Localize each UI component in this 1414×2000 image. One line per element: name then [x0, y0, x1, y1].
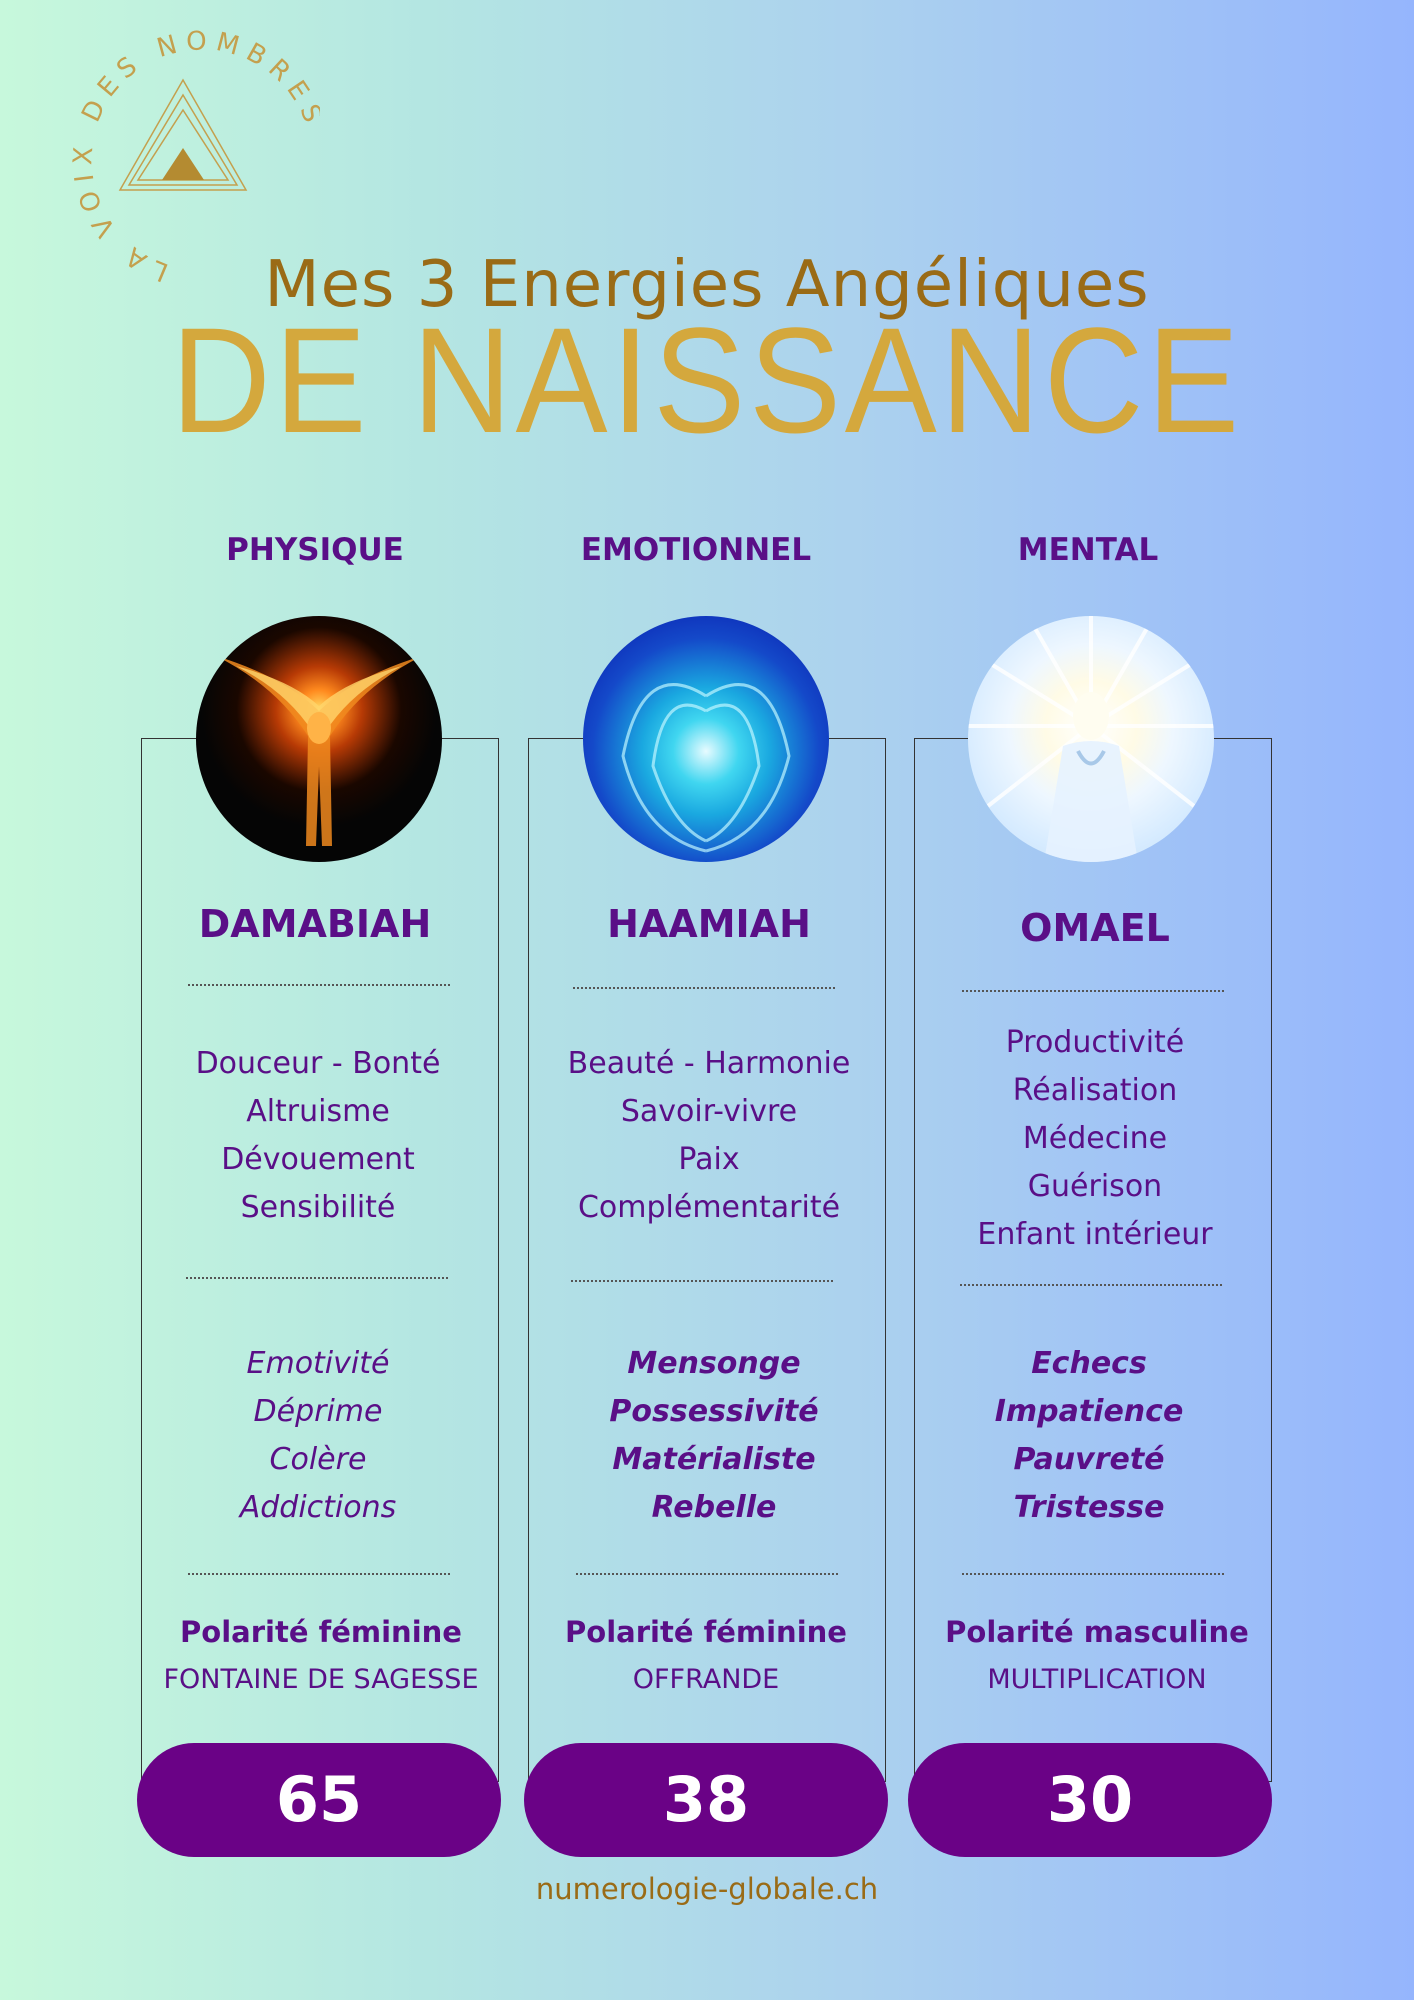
- shadow-item: Possessivité: [609, 1394, 819, 1429]
- column-heading-mental: MENTAL: [1017, 532, 1159, 568]
- footer-url: numerologie-globale.ch: [535, 1872, 879, 1906]
- qualities-list-emotionnel: Beauté - Harmonie Savoir-vivre Paix Comp…: [499, 1040, 919, 1232]
- quality-item: Altruisme: [246, 1094, 390, 1129]
- quality-item: Médecine: [1022, 1121, 1168, 1156]
- quality-item: Enfant intérieur: [977, 1217, 1213, 1252]
- shadows-list-physique: Emotivité Déprime Colère Addictions: [108, 1340, 528, 1532]
- angel-name-damabiah: DAMABIAH: [198, 902, 432, 946]
- angel-image-omael: [968, 616, 1214, 862]
- angel-number-30: 30: [908, 1743, 1272, 1857]
- column-heading-physique: PHYSIQUE: [226, 532, 404, 568]
- shadow-item: Rebelle: [651, 1490, 777, 1525]
- angel-name-omael: OMAEL: [1020, 906, 1170, 950]
- angel-subtitle-mental: MULTIPLICATION: [987, 1664, 1207, 1695]
- qualities-list-mental: Productivité Réalisation Médecine Guéris…: [885, 1019, 1305, 1259]
- page-subtitle: DE NAISSANCE: [171, 296, 1243, 464]
- separator: [576, 1573, 838, 1575]
- quality-item: Paix: [678, 1142, 740, 1177]
- quality-item: Guérison: [1027, 1169, 1163, 1204]
- shadows-list-mental: Echecs Impatience Pauvreté Tristesse: [879, 1340, 1299, 1532]
- separator: [962, 990, 1224, 992]
- angel-number-65: 65: [137, 1743, 501, 1857]
- shadow-item: Colère: [269, 1442, 367, 1477]
- shadow-item: Tristesse: [1013, 1490, 1165, 1525]
- page-title: Mes 3 Energies Angéliques: [264, 248, 1150, 322]
- quality-item: Sensibilité: [240, 1190, 396, 1225]
- shadows-list-emotionnel: Mensonge Possessivité Matérialiste Rebel…: [504, 1340, 924, 1532]
- angel-name-haamiah: HAAMIAH: [607, 902, 811, 946]
- quality-item: Dévouement: [221, 1142, 415, 1177]
- brand-logo: LA VOIX DES NOMBRES: [40, 20, 322, 300]
- polarity-emotionnel: Polarité féminine: [565, 1615, 847, 1649]
- separator: [188, 1573, 450, 1575]
- quality-item: Complémentarité: [577, 1190, 841, 1225]
- separator: [188, 984, 450, 986]
- shadow-item: Addictions: [239, 1490, 397, 1525]
- quality-item: Beauté - Harmonie: [567, 1046, 851, 1081]
- shadow-item: Mensonge: [627, 1346, 801, 1381]
- polarity-mental: Polarité masculine: [945, 1615, 1249, 1649]
- shadow-item: Emotivité: [246, 1346, 390, 1381]
- separator: [573, 987, 835, 989]
- quality-item: Savoir-vivre: [620, 1094, 798, 1129]
- column-heading-emotionnel: EMOTIONNEL: [580, 532, 812, 568]
- angel-subtitle-physique: FONTAINE DE SAGESSE: [163, 1664, 479, 1695]
- separator: [960, 1284, 1222, 1286]
- angel-image-haamiah: [583, 616, 829, 862]
- shadow-item: Impatience: [994, 1394, 1184, 1429]
- shadow-item: Matérialiste: [612, 1442, 816, 1477]
- separator: [962, 1573, 1224, 1575]
- angel-image-damabiah: [196, 616, 442, 862]
- separator: [571, 1280, 833, 1282]
- shadow-item: Déprime: [253, 1394, 383, 1429]
- qualities-list-physique: Douceur - Bonté Altruisme Dévouement Sen…: [108, 1040, 528, 1232]
- quality-item: Douceur - Bonté: [195, 1046, 441, 1081]
- separator: [186, 1277, 448, 1279]
- angel-number-38: 38: [524, 1743, 888, 1857]
- quality-item: Réalisation: [1012, 1073, 1178, 1108]
- angel-subtitle-emotionnel: OFFRANDE: [632, 1664, 780, 1695]
- shadow-item: Echecs: [1031, 1346, 1147, 1381]
- polarity-physique: Polarité féminine: [180, 1615, 462, 1649]
- quality-item: Productivité: [1005, 1025, 1185, 1060]
- shadow-item: Pauvreté: [1013, 1442, 1165, 1477]
